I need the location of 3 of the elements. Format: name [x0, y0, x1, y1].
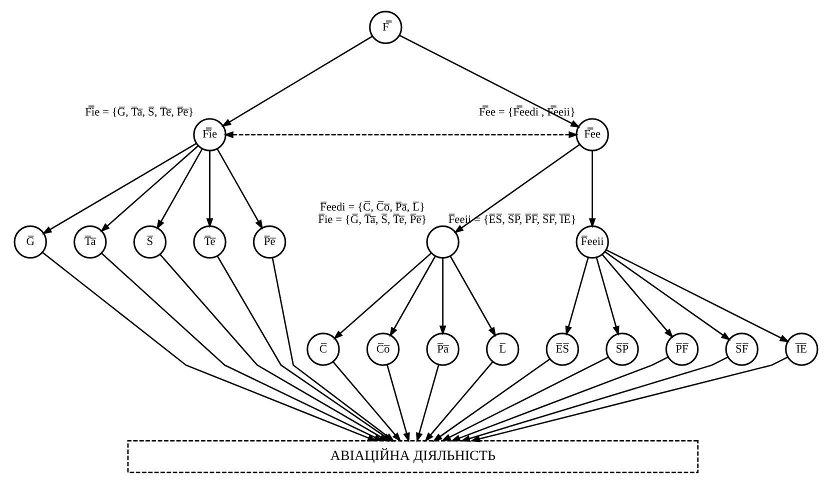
node-label: F̅ie = {G̅, T̅a̅, S̅, T̅e̅, P̅e̅} — [318, 214, 426, 226]
node-label: F̿ie = {G̅, T̅a̅, S̅, T̅e̅, P̅e̅} — [84, 106, 194, 119]
node-label: F̅eedi = {C̅, C̅o̅, P̅a̅, L̅} — [319, 202, 424, 214]
